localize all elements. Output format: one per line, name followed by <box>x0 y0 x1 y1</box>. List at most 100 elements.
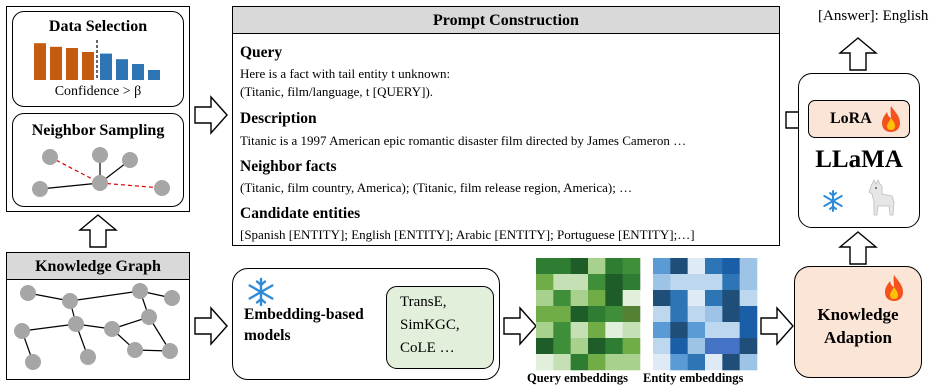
bar-above-threshold <box>82 52 94 80</box>
query-embedding-cell <box>536 322 554 339</box>
entity-embedding-cell <box>670 258 688 275</box>
knowledge-graph-header: Knowledge Graph <box>7 253 189 280</box>
embedding-label-line-1: Embedding-based <box>244 306 364 323</box>
entity-embedding-cell <box>705 306 723 323</box>
node <box>154 180 170 196</box>
entity-embedding-cell <box>653 258 671 275</box>
flame-icon <box>882 106 900 132</box>
entity-embedding-cell <box>670 306 688 323</box>
entity-embedding-cell <box>687 290 706 307</box>
bar-below-threshold <box>116 59 128 80</box>
query-embedding-cell <box>570 290 589 307</box>
neighbor-sampling-graph <box>32 147 170 197</box>
query-embedding-cell <box>570 274 589 291</box>
right-arrow-to-prompt <box>194 95 228 135</box>
query-embedding-cell <box>588 338 606 355</box>
query-embedding-cell <box>536 290 554 307</box>
query-embedding-cell <box>553 274 571 291</box>
entity-embedding-cell <box>670 290 688 307</box>
entity-embeddings-grid <box>653 258 758 371</box>
bar-above-threshold <box>66 48 78 80</box>
query-embedding-cell <box>570 354 589 371</box>
model-list-box <box>386 286 494 369</box>
node <box>92 147 108 163</box>
entity-embedding-cell <box>739 306 758 323</box>
up-arrow-adaption <box>838 231 878 265</box>
description-heading: Description <box>240 110 317 127</box>
entity-embedding-cell <box>670 338 688 355</box>
entity-embedding-cell <box>687 274 706 291</box>
neighbor-facts-text: (Titanic, film country, America); (Titan… <box>240 180 633 195</box>
entity-embedding-cell <box>653 322 671 339</box>
query-embedding-cell <box>536 338 554 355</box>
entity-embedding-cell <box>739 338 758 355</box>
entity-embedding-cell <box>687 354 706 371</box>
entity-embedding-cell <box>722 322 740 339</box>
prompt-construction-box <box>232 6 780 246</box>
query-embedding-cell <box>622 274 641 291</box>
entity-embedding-cell <box>653 274 671 291</box>
bar-below-threshold <box>148 70 160 80</box>
query-embedding-cell <box>588 274 606 291</box>
entity-embedding-cell <box>739 258 758 275</box>
query-embedding-cell <box>588 322 606 339</box>
answer-text: [Answer]: English <box>818 8 929 24</box>
neighbor-sampling-title: Neighbor Sampling <box>31 122 165 139</box>
query-embedding-cell <box>536 274 554 291</box>
bar-below-threshold <box>100 53 112 80</box>
query-embedding-cell <box>605 306 623 323</box>
query-embedding-cell <box>605 338 623 355</box>
query-embedding-cell <box>570 306 589 323</box>
query-embedding-cell <box>605 274 623 291</box>
query-embedding-cell <box>570 338 589 355</box>
entity-embedding-cell <box>739 290 758 307</box>
entity-embedding-cell <box>653 354 671 371</box>
snowflake-icon <box>823 190 843 212</box>
right-arrow-to-adaption <box>760 306 794 346</box>
entity-embedding-cell <box>722 338 740 355</box>
query-embedding-cell <box>588 258 606 275</box>
query-embedding-cell <box>553 338 571 355</box>
entity-embedding-cell <box>705 274 723 291</box>
entity-embedding-cell <box>705 258 723 275</box>
model-transe: TransE, <box>400 294 447 310</box>
entity-embedding-cell <box>705 354 723 371</box>
query-embedding-cell <box>588 354 606 371</box>
query-embedding-cell <box>622 258 641 275</box>
query-embeddings-caption: Query embeddings <box>527 371 629 385</box>
right-arrow-to-embeddings <box>503 306 537 346</box>
bar-above-threshold <box>34 43 46 80</box>
query-embedding-cell <box>622 306 641 323</box>
node <box>42 149 58 165</box>
query-embedding-cell <box>553 354 571 371</box>
query-embedding-cell <box>622 354 641 371</box>
entity-embedding-cell <box>670 354 688 371</box>
sampling-nodes <box>32 147 170 197</box>
query-line-1: Here is a fact with tail entity t unknow… <box>240 66 451 81</box>
query-line-2: (Titanic, film/language, t [QUERY]). <box>240 84 434 99</box>
query-embedding-cell <box>570 322 589 339</box>
entity-embeddings-caption: Entity embeddings <box>643 371 744 385</box>
node <box>32 181 48 197</box>
bar-above-threshold <box>50 46 62 80</box>
query-embedding-cell <box>553 258 571 275</box>
model-cole: CoLE … <box>400 340 455 356</box>
entity-embedding-cell <box>739 274 758 291</box>
query-embedding-cell <box>536 354 554 371</box>
entity-embedding-cell <box>705 290 723 307</box>
lora-label: LoRA <box>830 110 872 127</box>
entity-embedding-cell <box>739 354 758 371</box>
entity-embedding-cell <box>705 322 723 339</box>
description-text: Titanic is a 1997 American epic romantic… <box>240 133 687 148</box>
entity-embedding-cell <box>687 322 706 339</box>
query-embedding-cell <box>605 322 623 339</box>
entity-embedding-cell <box>670 274 688 291</box>
entity-embedding-cell <box>739 322 758 339</box>
query-embedding-cell <box>622 322 641 339</box>
entity-embedding-cell <box>722 290 740 307</box>
prompt-construction-header: Prompt Construction <box>233 7 779 34</box>
query-embedding-cell <box>622 290 641 307</box>
entity-embedding-cell <box>653 306 671 323</box>
query-embedding-cell <box>553 322 571 339</box>
sampled-edge <box>99 182 163 189</box>
